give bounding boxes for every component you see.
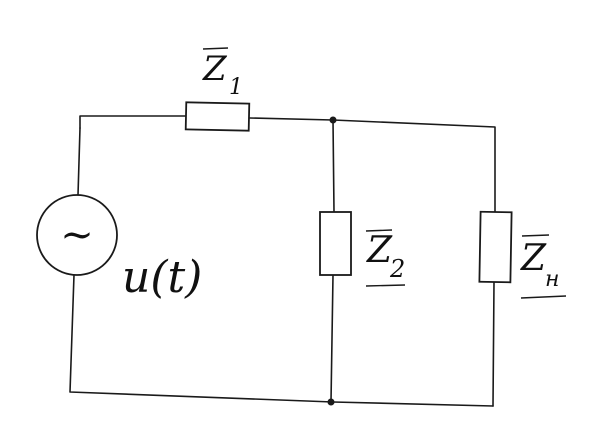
label-zn-sub: н <box>545 267 560 292</box>
node-bottom <box>327 398 335 406</box>
label-z1-underline <box>202 47 229 50</box>
label-z2-underline <box>365 229 393 232</box>
wire-top-right <box>249 117 496 213</box>
label-z1-sub: 1 <box>229 75 243 100</box>
source-label: u(t) <box>122 252 202 303</box>
wire-left-lower <box>69 274 494 407</box>
wire-left-upper <box>77 127 81 196</box>
wire-zn-lower <box>492 281 495 407</box>
impedance-z1 <box>184 101 251 132</box>
label-zn-baseline <box>520 295 567 299</box>
node-top <box>329 116 337 124</box>
ac-source-symbol: ~ <box>60 212 94 258</box>
label-zn-underline <box>521 234 550 237</box>
wire-z2-lower <box>330 274 334 403</box>
label-z2-sub: 2 <box>389 255 405 283</box>
wire-z2-upper <box>332 119 335 213</box>
label-zn-letter: Z <box>520 238 547 279</box>
label-z2-letter: Z <box>366 230 393 271</box>
impedance-z2 <box>319 211 352 276</box>
label-z1-letter: Z <box>202 49 228 89</box>
wire-top-left <box>79 115 186 129</box>
label-z2-baseline <box>365 284 406 287</box>
ac-source <box>36 194 118 276</box>
impedance-zn <box>478 210 513 284</box>
